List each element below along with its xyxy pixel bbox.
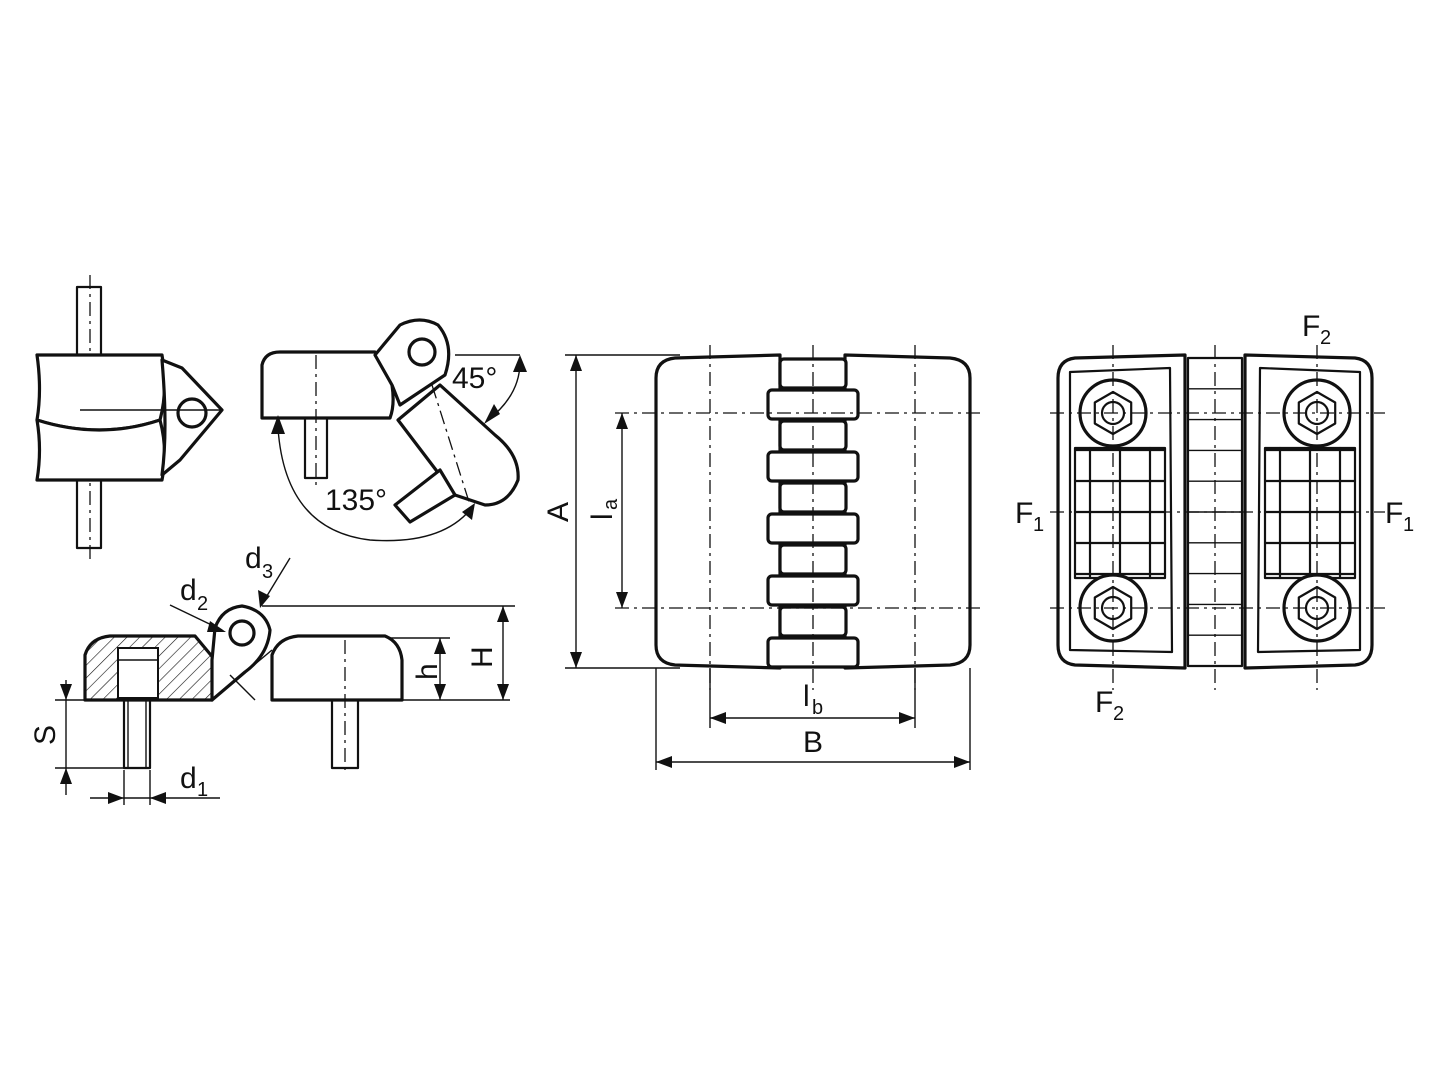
d3-subscript: 3 [262,561,273,583]
f2-top-label: F [1302,310,1320,343]
d1-subscript: 1 [197,779,208,801]
lb-label: l [803,680,810,713]
H-label: H [466,646,499,668]
rear-view: F 2 F 1 F 1 F 2 [1015,310,1414,725]
f1-right-label: F [1385,497,1403,530]
s-label: S [29,725,62,745]
f1-left-subscript: 1 [1033,514,1044,536]
lb-subscript: b [812,697,823,719]
angle-45-label: 45° [452,362,497,395]
d1-label: d [180,762,197,795]
d2-label: d [180,574,197,607]
d3-label: d [245,542,262,575]
f2-bottom-label: F [1095,686,1113,719]
B-label: B [803,726,823,759]
f2-top-subscript: 2 [1320,327,1331,349]
f1-right-subscript: 1 [1403,514,1414,536]
A-label: A [542,502,575,522]
angle-135-label: 135° [325,484,387,517]
section-view: d 3 d 2 S d 1 h H [29,542,515,805]
la-label: l [586,513,619,520]
f2-bottom-subscript: 2 [1113,703,1124,725]
side-view-flat [35,275,224,560]
front-view: A l a l b B [542,345,985,770]
la-subscript: a [600,498,622,510]
side-view-opened: 45° 135° [260,318,527,542]
f1-left-label: F [1015,497,1033,530]
d2-subscript: 2 [197,593,208,615]
h-label: h [411,663,444,680]
